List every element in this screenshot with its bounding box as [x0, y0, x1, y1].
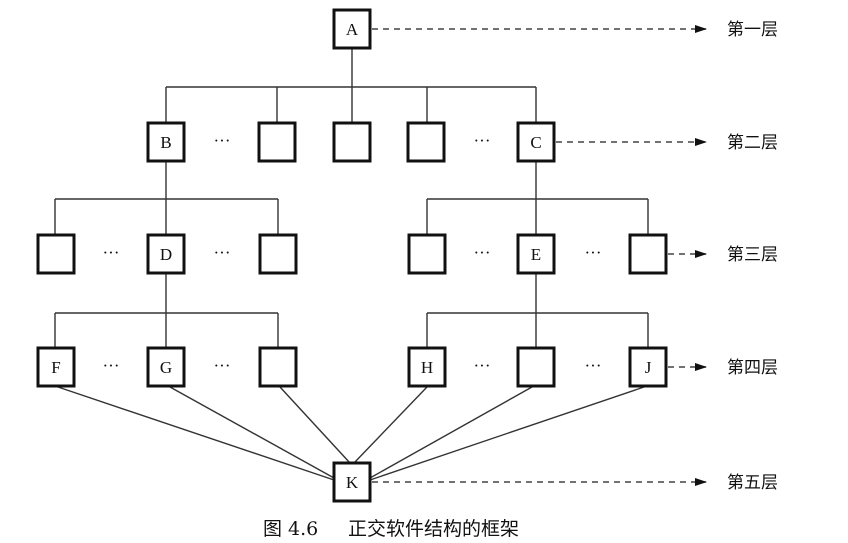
node-l3-left-3: [258, 233, 298, 275]
ellipsis-l4-4: ···: [585, 356, 602, 375]
node-f-label: F: [51, 358, 60, 377]
caption-number: 图 4.6: [263, 518, 318, 540]
node-a-label: A: [346, 20, 359, 39]
node-h: [407, 346, 447, 388]
node-d: [146, 233, 186, 275]
node-l4-left-3: [258, 346, 298, 388]
ellipsis-l3-2: ···: [214, 243, 231, 262]
node-j: [628, 346, 668, 388]
node-g: [146, 346, 186, 388]
node-l2-3: [332, 121, 372, 163]
edge-g-k: [169, 386, 335, 479]
node-l3-right-1: [407, 233, 447, 275]
level-label-2: 第二层: [727, 133, 778, 153]
nodes: [36, 8, 668, 503]
level-label-3: 第三层: [727, 245, 778, 265]
edge-l4-3-k: [279, 386, 351, 464]
node-l3-left-1: [36, 233, 76, 275]
node-g-label: G: [160, 358, 172, 377]
node-b-label: B: [160, 133, 171, 152]
figure-caption: 图 4.6 正交软件结构的框架: [263, 518, 519, 540]
ellipsis-l4-1: ···: [103, 356, 120, 375]
ellipsis-l4-2: ···: [214, 356, 231, 375]
node-labels: A B C D E F G H J K: [51, 20, 651, 492]
connectors: [54, 48, 649, 481]
node-l2-2: [257, 121, 297, 163]
level-arrows: [372, 25, 707, 486]
edge-l4-5-k: [369, 386, 533, 479]
ellipsis-l3-4: ···: [585, 243, 602, 262]
node-l3-right-3: [628, 233, 668, 275]
ellipses: ··· ··· ··· ··· ··· ··· ··· ··· ··· ···: [103, 131, 602, 375]
node-l4-right-2: [516, 346, 556, 388]
node-e-label: E: [531, 245, 541, 264]
level-label-4: 第四层: [727, 358, 778, 378]
edge-h-k: [353, 386, 428, 464]
node-a: [332, 8, 372, 50]
level-label-1: 第一层: [727, 20, 778, 40]
node-e: [516, 233, 556, 275]
ellipsis-l2-left: ···: [214, 131, 231, 150]
caption-text: 正交软件结构的框架: [348, 518, 519, 540]
edge-f-k: [57, 386, 335, 481]
ellipsis-l4-3: ···: [474, 356, 491, 375]
node-f: [36, 346, 76, 388]
edge-j-k: [369, 386, 645, 481]
ellipsis-l3-1: ···: [103, 243, 120, 262]
node-k-label: K: [346, 473, 359, 492]
node-k: [332, 461, 372, 503]
node-h-label: H: [421, 358, 433, 377]
node-d-label: D: [160, 245, 172, 264]
node-j-label: J: [645, 358, 652, 377]
node-l2-4: [406, 121, 446, 163]
node-b: [146, 121, 186, 163]
node-c-label: C: [530, 133, 541, 152]
node-c: [516, 121, 556, 163]
ellipsis-l2-right: ···: [474, 131, 491, 150]
level-label-5: 第五层: [727, 473, 778, 493]
ellipsis-l3-3: ···: [474, 243, 491, 262]
level-labels: 第一层 第二层 第三层 第四层 第五层: [727, 20, 778, 493]
